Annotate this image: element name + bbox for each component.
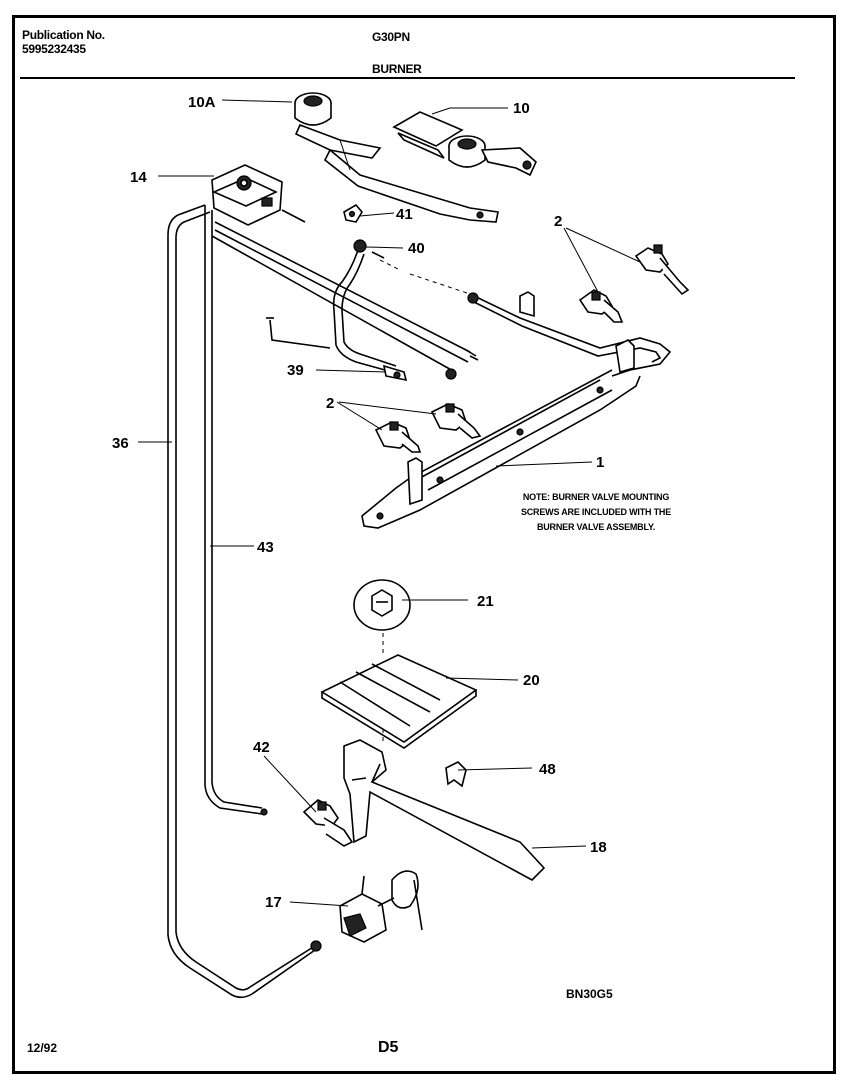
callout-18: 18 <box>590 839 607 856</box>
callout-41: 41 <box>396 206 413 223</box>
model-number: G30PN <box>372 30 410 44</box>
leader-lines <box>138 99 641 907</box>
burner-10 <box>392 111 537 177</box>
clip-41 <box>343 203 363 223</box>
nut-40 <box>353 239 385 259</box>
shield-plate-20 <box>320 654 478 749</box>
callout-42: 42 <box>253 739 270 756</box>
pilot-tube <box>332 249 397 373</box>
footer-date: 12/92 <box>27 1041 57 1055</box>
bracket-18 <box>343 739 546 881</box>
valve-2-upper <box>578 244 690 323</box>
supply-tube-36 <box>167 204 322 999</box>
valve-42 <box>302 799 354 847</box>
footer-page-id: D5 <box>378 1039 399 1056</box>
callout-14: 14 <box>130 169 147 186</box>
callout-21: 21 <box>477 593 494 610</box>
note-line-3: BURNER VALVE ASSEMBLY. <box>537 522 655 532</box>
illustration-code: BN30G5 <box>566 987 613 1001</box>
publication-number: 5995232435 <box>22 42 86 56</box>
manifold-pipe-1 <box>361 291 672 529</box>
callout-48: 48 <box>539 761 556 778</box>
callout-40: 40 <box>408 240 425 257</box>
publication-label: Publication No. <box>22 28 105 42</box>
fitting-39 <box>266 317 408 382</box>
callout-10: 10 <box>513 100 530 117</box>
callout-1: 1 <box>596 454 604 471</box>
tube-43 <box>204 205 268 816</box>
valve-2-lower <box>374 403 482 453</box>
callout-43: 43 <box>257 539 274 556</box>
callout-2-upper: 2 <box>554 213 562 230</box>
note-line-1: NOTE: BURNER VALVE MOUNTING <box>523 492 669 502</box>
callout-10A: 10A <box>188 94 216 111</box>
section-title: BURNER <box>372 62 422 76</box>
callout-20: 20 <box>523 672 540 689</box>
callout-2-lower: 2 <box>326 395 334 412</box>
header-rule <box>20 77 795 79</box>
clip-48 <box>445 761 467 788</box>
burner-10A <box>294 92 499 223</box>
callout-36: 36 <box>112 435 129 452</box>
burner-cap-21 <box>353 579 411 631</box>
note-line-2: SCREWS ARE INCLUDED WITH THE <box>521 507 671 517</box>
callout-17: 17 <box>265 894 282 911</box>
thermostat-14 <box>211 164 306 226</box>
page-frame <box>12 15 836 1074</box>
callout-39: 39 <box>287 362 304 379</box>
valve-17 <box>339 870 423 943</box>
